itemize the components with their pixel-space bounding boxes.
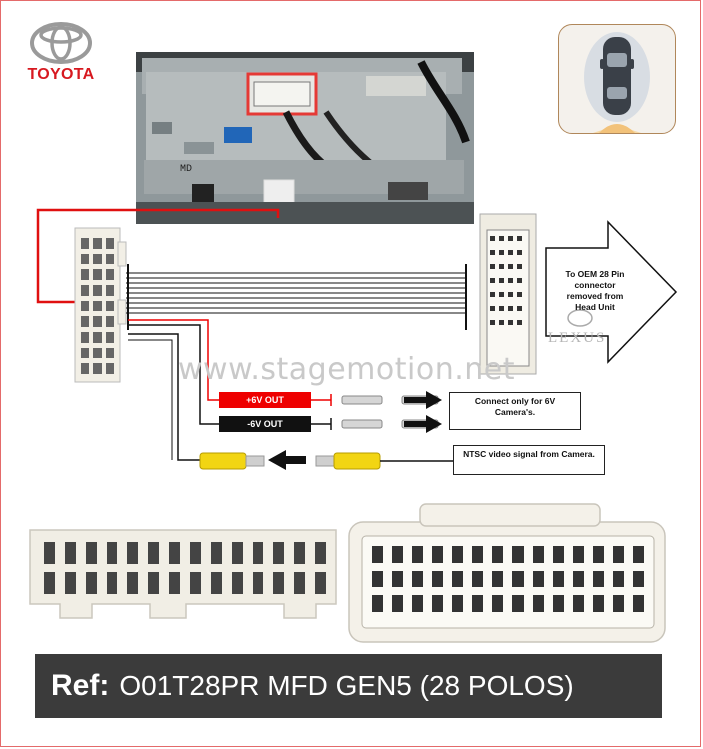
negative-6v-label: -6V OUT: [219, 416, 311, 432]
reference-bar: Ref: O01T28PR MFD GEN5 (28 POLOS): [35, 654, 662, 718]
left-small-connector-pins: [81, 238, 114, 374]
rear-camera-card: [558, 24, 676, 134]
brand-name: TOYOTA: [27, 66, 95, 83]
ntsc-note: NTSC video signal from Camera.: [453, 445, 605, 475]
arrow-right-icon: [404, 391, 442, 433]
rca-connector-left: [199, 452, 265, 470]
rca-connector-right: [315, 452, 381, 470]
toyota-logo-icon: [30, 22, 92, 64]
left-connector-pins: [44, 542, 326, 594]
oem-connector-note: To OEM 28 Pin connector removed from Hea…: [565, 269, 625, 312]
lexus-wordmark: LEXUS: [548, 330, 607, 346]
ref-label: Ref:: [51, 669, 110, 702]
right-connector-pins: [372, 546, 644, 612]
lexus-logo-icon: [567, 309, 593, 327]
arrow-left-icon: [268, 450, 306, 470]
big-arrow-right-icon: [545, 220, 678, 364]
watermark-text: www.stagemotion.net: [178, 352, 515, 387]
rear-camera-car-icon: [584, 32, 650, 133]
ref-value: O01T28PR MFD GEN5 (28 POLOS): [119, 670, 574, 701]
md-label: MD: [180, 164, 193, 175]
head-unit-photo: [136, 52, 474, 224]
positive-6v-label: +6V OUT: [219, 392, 311, 408]
red-link-line: [36, 208, 280, 304]
six-volt-note: Connect only for 6V Camera's.: [449, 392, 581, 430]
ribbon-wires: [126, 272, 466, 314]
oem-28-pin-connector: [479, 213, 537, 375]
